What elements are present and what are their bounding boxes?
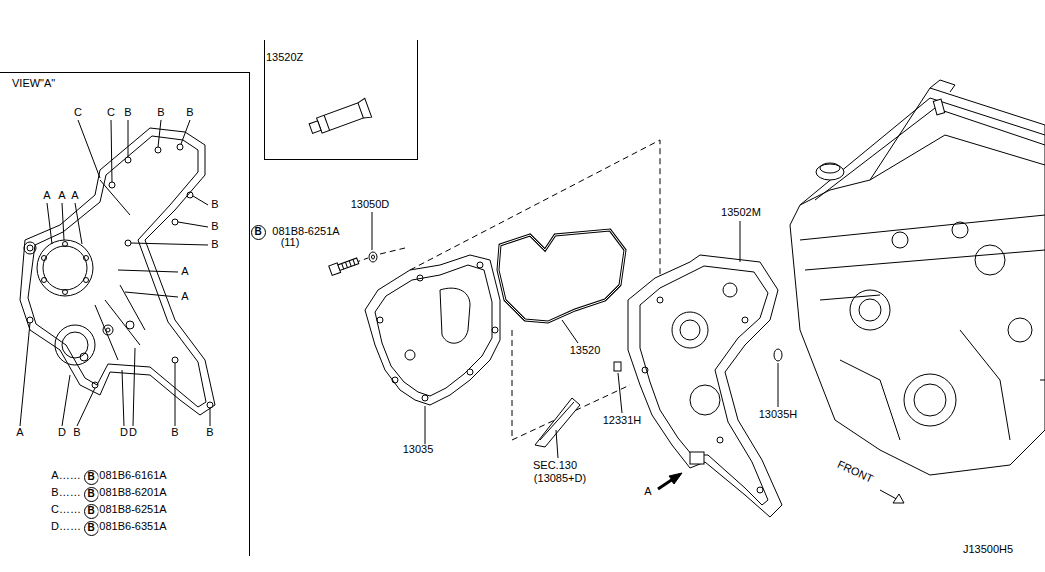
view-callout: B…… [50, 487, 81, 499]
symbol-letter: B [87, 489, 94, 499]
bolt-symbol: B [84, 521, 99, 536]
bolt-symbol: B [84, 504, 99, 519]
view-callout: B [210, 199, 219, 211]
view-callout: A [180, 291, 189, 303]
panel-title: VIEW"A" [12, 78, 55, 89]
callout-number: 12331H [602, 415, 643, 427]
callout-number: 13502M [720, 207, 762, 219]
callout-number: 081B8-6251A [271, 226, 340, 238]
view-callout: C…… [50, 504, 82, 516]
callout-number: A [643, 486, 652, 498]
view-callout: 081B8-6201A [98, 487, 167, 499]
view-callout: B [72, 427, 81, 439]
view-callout: B [170, 427, 179, 439]
symbol-letter: B [87, 506, 94, 516]
view-callout: A [57, 190, 66, 202]
view-callout: A [42, 190, 51, 202]
bolt-symbol: B [84, 470, 99, 485]
view-callout: B [210, 221, 219, 233]
callout-number: J13500H5 [962, 544, 1014, 556]
view-callout: B [123, 107, 132, 119]
view-callout: A…… [50, 470, 81, 482]
view-callout: A [180, 266, 189, 278]
view-callout: B [185, 107, 194, 119]
inset-box: 13520Z [264, 40, 418, 160]
view-callout: D…… [50, 521, 82, 533]
view-callout: B [156, 107, 165, 119]
callout-number: SEC.130 [532, 460, 578, 472]
callout-number: 13035 [402, 444, 435, 456]
view-callout: D [57, 427, 67, 439]
symbol-letter: B [87, 472, 94, 482]
view-callout: 081B6-6161A [98, 470, 167, 482]
view-callout: 081B6-6351A [98, 521, 167, 533]
callout-number: 13035H [758, 409, 799, 421]
callout-number: (13085+D) [533, 473, 587, 485]
callout-number: (11) [280, 237, 301, 249]
view-callout: A [70, 190, 79, 202]
bolt-symbol: B [84, 487, 99, 502]
callout-number: 13520 [569, 345, 602, 357]
view-callout: D [128, 427, 138, 439]
view-callout: A [15, 427, 24, 439]
symbol-letter: B [254, 227, 261, 237]
view-panel: VIEW"A"BBBB [0, 72, 250, 556]
symbol-letter: B [87, 523, 94, 533]
view-callout: C [73, 107, 83, 119]
bolt-symbol: B [251, 225, 266, 240]
callout-number: 13050D [350, 199, 391, 211]
view-callout: B [205, 427, 214, 439]
panel-title: 13520Z [266, 52, 303, 63]
view-callout: 081B8-6251A [98, 504, 167, 516]
view-callout: C [106, 107, 116, 119]
callout-number: FRONT [834, 458, 875, 485]
view-callout: B [210, 239, 219, 251]
